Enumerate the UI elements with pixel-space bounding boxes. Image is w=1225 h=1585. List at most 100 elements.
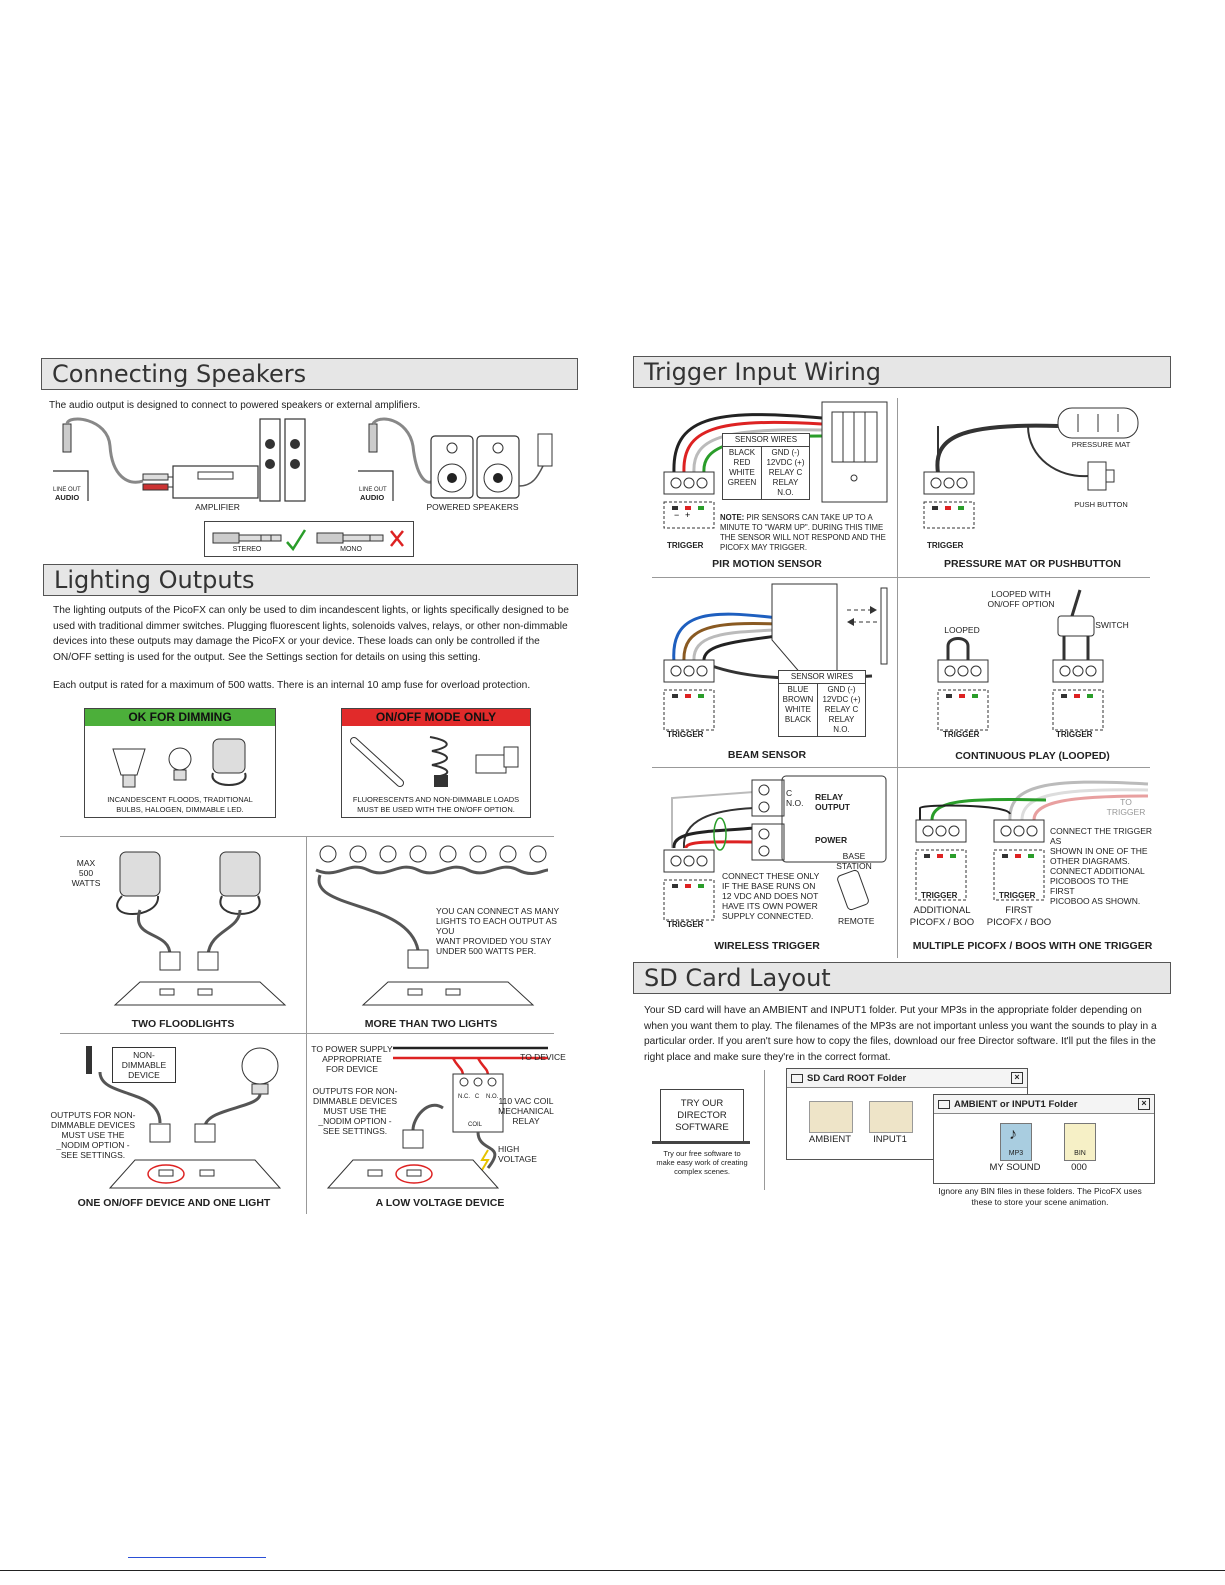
relay-pin-c: C <box>474 1094 480 1100</box>
onoff-device-diagram <box>86 1046 282 1189</box>
more-lights-diagram <box>315 845 549 1006</box>
wireless-caption: WIRELESS TRIGGER <box>714 940 820 952</box>
ambient-folder-icon[interactable] <box>809 1101 853 1133</box>
my-sound-label: MY SOUND <box>989 1162 1041 1173</box>
pressure-trigger-label: TRIGGER <box>927 541 964 550</box>
looped-with-label: LOOPED WITH ON/OFF OPTION <box>987 589 1055 609</box>
speakers-diagram <box>53 417 553 502</box>
max-watts-label: MAX 500 WATTS <box>71 858 101 888</box>
sd-card-para: Your SD card will have an AMBIENT and IN… <box>644 1005 1157 1063</box>
bottom-link-underline <box>128 1557 266 1558</box>
pir-table-right: GND (-) 12VDC (+) RELAY C RELAY N.O. <box>761 447 809 499</box>
sub-folder-titlebar: AMBIENT or INPUT1 Folder × <box>934 1095 1154 1114</box>
base-station-label: BASE STATION <box>836 851 872 871</box>
speakers-intro: The audio output is designed to connect … <box>49 400 421 411</box>
bin-badge: BIN <box>1074 1150 1086 1157</box>
switch-label: SWITCH <box>1095 620 1129 630</box>
bin-note: Ignore any BIN files in these folders. T… <box>938 1186 1142 1207</box>
try-director-caption: Try our free software to make easy work … <box>656 1149 748 1176</box>
lighting-outputs-header: Lighting Outputs <box>43 564 578 596</box>
onoff-only-caption: FLUORESCENTS AND NON-DIMMABLE LOADS MUST… <box>352 795 520 814</box>
amplifier-label: AMPLIFIER <box>195 502 240 512</box>
low-voltage-caption: A LOW VOLTAGE DEVICE <box>375 1197 505 1209</box>
mono-label: MONO <box>340 546 362 553</box>
input1-folder-icon[interactable] <box>869 1101 913 1133</box>
additional-label: ADDITIONAL PICOFX / BOO <box>909 905 975 928</box>
continuous-trigger-label-2: TRIGGER <box>1056 730 1093 739</box>
sub-folder-icon <box>938 1099 950 1109</box>
two-floodlights-caption: TWO FLOODLIGHTS <box>131 1018 235 1030</box>
onoff-only-box: ON/OFF MODE ONLY FLUORESCENTS AND NON-DI… <box>341 708 531 818</box>
stereo-label: STEREO <box>232 546 262 553</box>
beam-trigger-label: TRIGGER <box>667 730 704 739</box>
multi-trigger-label-1: TRIGGER <box>921 891 958 900</box>
lighting-para-1: The lighting outputs of the PicoFX can o… <box>53 605 569 663</box>
more-lights-caption: MORE THAN TWO LIGHTS <box>364 1018 498 1030</box>
sub-folder-title: AMBIENT or INPUT1 Folder <box>954 1098 1078 1110</box>
sub-folder-close-icon[interactable]: × <box>1138 1098 1150 1110</box>
multi-trigger-label-2: TRIGGER <box>999 891 1036 900</box>
coil-label: COIL <box>467 1122 482 1128</box>
sub-folder-window: AMBIENT or INPUT1 Folder × ♪ MP3 MY SOUN… <box>933 1094 1155 1184</box>
pressure-mat-label: PRESSURE MAT <box>1071 440 1131 449</box>
low-voltage-diagram <box>326 1046 548 1189</box>
looped-label: LOOPED <box>944 625 980 635</box>
lighting-grid-hline-2 <box>60 1033 554 1034</box>
pir-sensor-wires-table: SENSOR WIRES BLACK RED WHITE GREEN GND (… <box>722 433 810 500</box>
laptop-base <box>652 1141 750 1144</box>
to-power-supply-label: TO POWER SUPPLY APPROPRIATE FOR DEVICE <box>311 1044 393 1074</box>
first-label: FIRST PICOFX / BOO <box>986 905 1052 928</box>
dimmable-lights-icons <box>112 738 247 788</box>
pir-caption: PIR MOTION SENSOR <box>712 558 822 570</box>
ambient-folder-label: AMBIENT <box>808 1134 852 1145</box>
audio-label-1: AUDIO <box>55 493 80 502</box>
file-000-label: 000 <box>1071 1162 1087 1173</box>
relay-label: 110 VAC COIL MECHANICAL RELAY <box>498 1096 554 1126</box>
root-folder-close-icon[interactable]: × <box>1011 1072 1023 1084</box>
try-director-label: TRY OUR DIRECTOR SOFTWARE <box>675 1098 729 1133</box>
bin-file-icon[interactable]: BIN <box>1064 1123 1096 1161</box>
sd-vline <box>764 1070 765 1190</box>
onoff-device-caption: ONE ON/OFF DEVICE AND ONE LIGHT <box>77 1197 271 1209</box>
beam-table-left: BLUE BROWN WHITE BLACK <box>782 685 814 724</box>
relay-pin-nc: N.C. <box>458 1094 470 1100</box>
root-folder-titlebar: SD Card ROOT Folder × <box>787 1069 1027 1088</box>
director-laptop[interactable]: TRY OUR DIRECTOR SOFTWARE <box>660 1089 744 1143</box>
bottom-rule <box>0 1570 1225 1571</box>
root-folder-title: SD Card ROOT Folder <box>807 1072 907 1084</box>
mp3-badge: MP3 <box>1008 1150 1024 1157</box>
line-out-label-1: LINE OUT <box>53 487 81 493</box>
to-trigger-label: TO TRIGGER <box>1106 797 1146 817</box>
powered-speakers-label: POWERED SPEAKERS <box>426 502 519 512</box>
push-button-label: PUSH BUTTON <box>1074 500 1128 509</box>
wireless-trigger-label: TRIGGER <box>667 920 704 929</box>
lighting-para-2: Each output is rated for a maximum of 50… <box>53 680 531 691</box>
ok-for-dimming-box: OK FOR DIMMING INCANDESCENT FLOODS, TRAD… <box>84 708 276 818</box>
beam-caption: BEAM SENSOR <box>727 749 807 761</box>
many-lights-note: YOU CAN CONNECT AS MANY LIGHTS TO EACH O… <box>436 906 560 956</box>
input1-folder-label: INPUT1 <box>873 1134 907 1145</box>
non-dimmable-device-box: NON-DIMMABLE DEVICE <box>112 1047 176 1083</box>
root-folder-icon <box>791 1073 803 1083</box>
wireless-note: CONNECT THESE ONLY IF THE BASE RUNS ON 1… <box>722 871 820 921</box>
multi-caption: MULTIPLE PICOFX / BOOS WITH ONE TRIGGER <box>912 940 1153 952</box>
pir-note: NOTE: PIR SENSORS CAN TAKE UP TO A MINUT… <box>720 503 890 553</box>
non-dimmable-icons <box>350 736 519 787</box>
mp3-file-icon[interactable]: ♪ MP3 <box>1000 1123 1032 1161</box>
pir-note-bold: NOTE: <box>720 513 745 522</box>
two-floodlights-diagram <box>113 851 287 1006</box>
sd-card-title: SD Card Layout <box>644 964 831 992</box>
lighting-grid-hline-1 <box>60 836 554 837</box>
beam-sensor-wires-table: SENSOR WIRES BLUE BROWN WHITE BLACK GND … <box>778 670 866 737</box>
c-no-label: C N.O. <box>786 788 804 808</box>
line-out-label-2: LINE OUT <box>359 487 387 493</box>
sd-card-header: SD Card Layout <box>633 962 1171 994</box>
wireless-diagram <box>663 775 887 921</box>
continuous-trigger-label-1: TRIGGER <box>943 730 980 739</box>
outputs-note-2: OUTPUTS FOR NON- DIMMABLE DEVICES MUST U… <box>312 1086 398 1136</box>
relay-pin-no: N.O. <box>486 1094 499 1100</box>
onoff-only-badge: ON/OFF MODE ONLY <box>342 709 530 726</box>
connecting-speakers-header: Connecting Speakers <box>41 358 578 390</box>
pir-note-text: PIR SENSORS CAN TAKE UP TO A MINUTE TO "… <box>720 513 886 552</box>
svg-text:−: − <box>674 510 679 520</box>
